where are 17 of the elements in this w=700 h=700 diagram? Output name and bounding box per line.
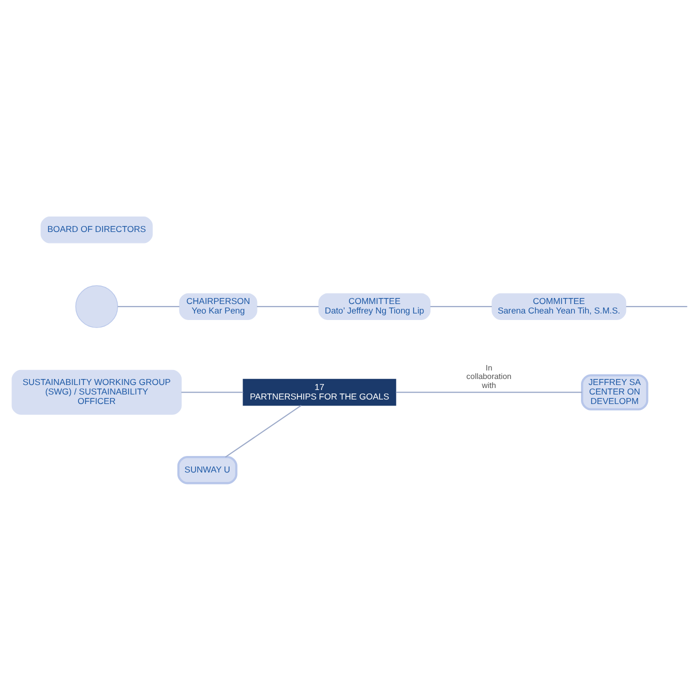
node-box: COMMITTEE Sarena Cheah Yean Tih, S.M.S.: [492, 293, 626, 320]
node-box: BOARD OF DIRECTORS: [40, 216, 153, 244]
node-box: 17 PARTNERSHIPS FOR THE GOALS: [242, 378, 396, 406]
connector: [118, 306, 180, 308]
node-box: SUSTAINABILITY WORKING GROUP (SWG) / SUSTAINABILITY OFFICER: [12, 370, 182, 415]
node-box: COMMITTEE Dato’ Jeffrey Ng Tiong Lip: [318, 293, 431, 320]
node-box: CHAIRPERSON Yeo Kar Peng: [179, 293, 258, 320]
connector: [430, 306, 492, 308]
connector: [256, 306, 319, 308]
connector: [225, 405, 302, 458]
connector: [181, 392, 244, 393]
node-circle: [75, 285, 118, 328]
node-box: SUNWAY U: [177, 456, 238, 484]
connector: [626, 306, 688, 308]
connector: [396, 392, 582, 393]
node-box: JEFFREY SA CENTER ON DEVELOPM: [581, 374, 648, 410]
edge-label: In collaboration with: [466, 363, 512, 390]
